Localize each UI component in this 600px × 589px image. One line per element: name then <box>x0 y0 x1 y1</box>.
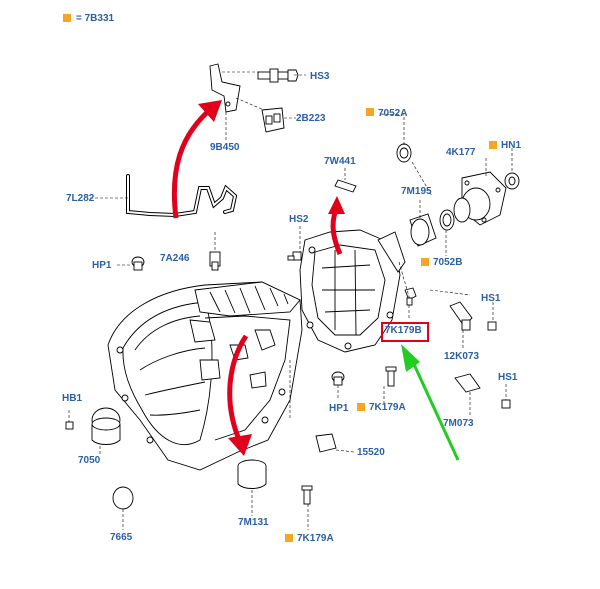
marker-7k179a-bottom <box>285 534 293 542</box>
label-7052b: 7052B <box>433 257 463 268</box>
bolt-7k179a-mid <box>385 366 397 387</box>
label-7m073: 7M073 <box>443 418 474 429</box>
label-2b223: 2B223 <box>296 113 326 124</box>
bolt-hs1-upper <box>487 321 497 331</box>
pin-7w441 <box>334 179 357 193</box>
flange-4k177 <box>453 171 507 226</box>
label-7k179a-mid: 7K179A <box>369 402 406 413</box>
green-arrow <box>410 359 460 461</box>
red-arrow-upper-head <box>198 100 222 122</box>
label-7m195: 7M195 <box>401 186 432 197</box>
nut-hn1 <box>504 172 520 190</box>
label-7w441: 7W441 <box>324 156 356 167</box>
legend-text: = 7B331 <box>76 13 115 24</box>
label-hp1-bottom: HP1 <box>329 403 349 414</box>
label-hb1: HB1 <box>62 393 83 404</box>
plug-hp1-left <box>131 256 145 271</box>
gear-7m195 <box>409 213 437 247</box>
label-hp1-left: HP1 <box>92 260 112 271</box>
wire-7l282 <box>126 174 238 218</box>
switch-15520 <box>315 433 337 453</box>
bracket-9b450 <box>209 63 241 113</box>
label-hs3: HS3 <box>310 71 330 82</box>
label-7a246: 7A246 <box>160 253 190 264</box>
clip-2b223 <box>261 107 285 133</box>
label-7052a: 7052A <box>378 108 408 119</box>
red-arrow-lower-head <box>228 434 252 456</box>
highlight-box-7k179b <box>381 322 429 342</box>
label-hs1-lower: HS1 <box>498 372 518 383</box>
bolt-hs3 <box>257 68 299 83</box>
label-hs2: HS2 <box>289 214 309 225</box>
marker-7052b <box>421 258 429 266</box>
seal-7052a <box>396 143 412 163</box>
fitting-7a246 <box>209 251 221 271</box>
label-12k073: 12K073 <box>444 351 480 362</box>
bolt-7k179a-bottom <box>301 485 313 505</box>
label-7l282: 7L282 <box>66 193 95 204</box>
rear-housing <box>299 229 406 353</box>
marker-7052a <box>366 108 374 116</box>
label-4k177: 4K177 <box>446 147 476 158</box>
red-arrow-mid-head <box>328 196 345 214</box>
red-arrow-upper <box>171 106 214 219</box>
bolt-hs2 <box>287 251 302 261</box>
label-15520: 15520 <box>357 447 385 458</box>
label-7665: 7665 <box>110 532 133 543</box>
label-hn1: HN1 <box>501 140 522 151</box>
sleeve-7m131 <box>237 459 267 489</box>
label-7k179b: 7K179B <box>385 325 422 336</box>
seal-7052b <box>439 209 455 231</box>
bolt-7k179b <box>404 287 417 306</box>
label-7050: 7050 <box>78 455 101 466</box>
marker-7k179a-mid <box>357 403 365 411</box>
retainer-7050 <box>91 407 121 445</box>
sensor-7m073 <box>454 373 481 393</box>
label-7k179a-bottom: 7K179A <box>297 533 334 544</box>
red-arrow-lower <box>227 334 249 443</box>
label-9b450: 9B450 <box>210 142 240 153</box>
leader-lines <box>68 71 513 530</box>
green-arrow-head <box>401 344 420 372</box>
cap-7665 <box>112 486 134 510</box>
legend-marker-square <box>63 14 71 22</box>
label-hs1-upper: HS1 <box>481 293 501 304</box>
transmission-main-housing <box>107 281 303 471</box>
label-7m131: 7M131 <box>238 517 269 528</box>
marker-hn1 <box>489 141 497 149</box>
bolt-hs1-lower <box>501 399 511 409</box>
sensor-12k073 <box>449 301 473 331</box>
bolt-hb1 <box>65 421 74 430</box>
plug-hp1-bottom <box>331 371 345 386</box>
